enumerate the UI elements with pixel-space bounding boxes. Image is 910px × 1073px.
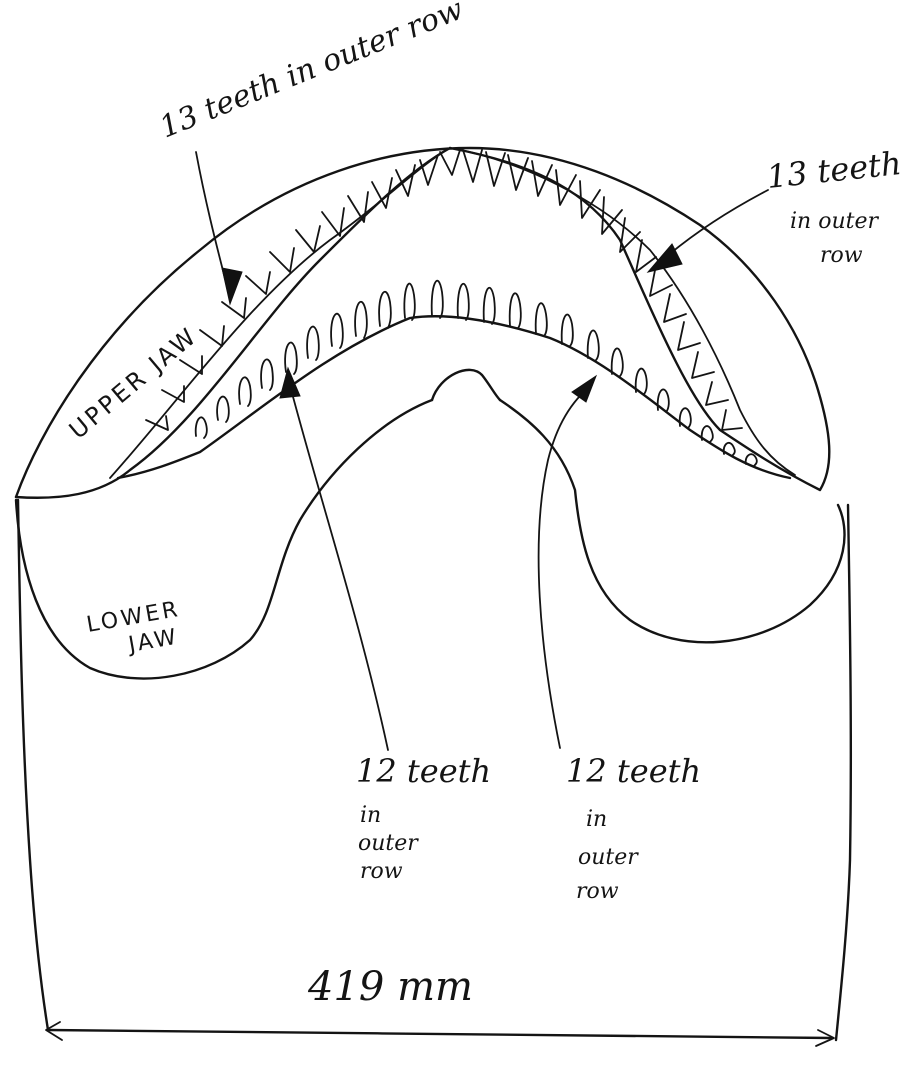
upper-tooth (706, 382, 728, 405)
lower-tooth (432, 281, 443, 318)
lower-tooth (261, 359, 273, 390)
lower-jaw-right (500, 400, 845, 642)
label-upper-jaw: UPPER JAW (64, 321, 203, 444)
lower-tooth (458, 284, 469, 320)
leader-upper-right (660, 190, 768, 262)
annotation-upper-right-line3: row (820, 243, 863, 268)
upper-tooth (200, 326, 224, 346)
arrowhead-upper-left (222, 268, 242, 304)
lower-tooth (562, 315, 573, 346)
lower-tooth (355, 302, 367, 338)
upper-tooth (222, 298, 246, 318)
upper-tooth (664, 294, 686, 322)
lower-tooth (239, 377, 251, 406)
lower-teeth-line (118, 316, 790, 478)
measurement-line (48, 1030, 832, 1038)
arrowhead-lower-right (572, 376, 596, 402)
upper-tooth (246, 272, 270, 294)
leader-lower-left (288, 378, 388, 750)
lower-tooth (484, 288, 495, 324)
upper-tooth (296, 226, 320, 252)
annotation-lower-left-line4: row (360, 859, 403, 884)
body-right-edge (836, 505, 851, 1040)
lower-tooth (510, 293, 521, 328)
lower-tooth (196, 417, 207, 438)
lower-tooth (307, 327, 319, 360)
lower-tooth (536, 303, 547, 336)
annotation-lower-left-line3: outer (358, 831, 419, 856)
lower-tooth (217, 397, 229, 422)
annotation-lower-right-line2: in (586, 807, 607, 832)
upper-teeth-band (110, 148, 795, 478)
upper-jaw-lower-edge (16, 148, 450, 498)
measurement-label: 419 mm (307, 964, 473, 1010)
upper-tooth (692, 352, 714, 378)
annotation-lower-right-line1: 12 teeth (566, 752, 701, 790)
annotation-lower-right-line4: row (576, 879, 619, 904)
upper-tooth (722, 410, 742, 430)
annotation-lower-left-line1: 12 teeth (356, 752, 491, 790)
annotation-upper-right-line2: in outer (790, 209, 879, 234)
lower-tooth (285, 343, 297, 374)
lower-tooth (588, 330, 599, 360)
annotation-upper-left: 13 teeth in outer row (155, 0, 469, 145)
upper-tooth (270, 248, 294, 272)
upper-tooth (372, 178, 392, 208)
upper-tooth (322, 208, 344, 236)
annotation-lower-left-line2: in (360, 803, 381, 828)
lower-tooth (404, 284, 414, 320)
upper-tooth (440, 150, 460, 175)
annotation-upper-right-line1: 13 teeth (765, 144, 903, 196)
upper-tooth (348, 192, 368, 222)
upper-tooth (420, 155, 438, 185)
body-left-edge (18, 500, 48, 1030)
lower-teeth (196, 281, 757, 466)
annotation-lower-right-line3: outer (578, 845, 639, 870)
upper-tooth (678, 322, 700, 350)
lower-tooth (331, 314, 343, 348)
lower-tooth (379, 292, 391, 328)
upper-tooth (508, 155, 528, 190)
tongue-mound (432, 370, 500, 400)
